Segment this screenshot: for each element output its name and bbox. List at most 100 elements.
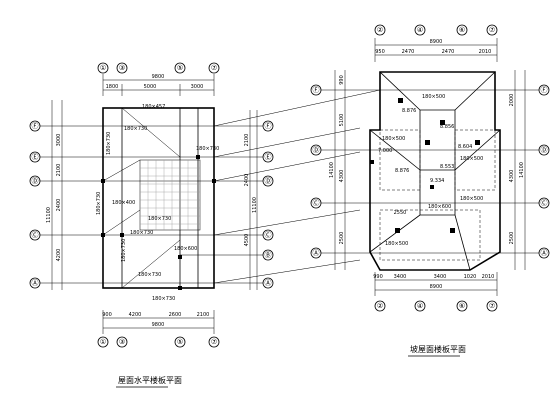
- svg-text:8.876: 8.876: [395, 168, 409, 174]
- svg-text:180×500: 180×500: [385, 241, 408, 247]
- left-top-axis-bubbles: ① ③ ⑤ ⑦: [97, 62, 220, 74]
- beam-label: 180×600: [174, 246, 197, 252]
- svg-text:⑦: ⑦: [489, 302, 495, 310]
- svg-text:2010: 2010: [479, 49, 492, 55]
- svg-text:2010: 2010: [482, 274, 495, 280]
- svg-text:Ⓐ: Ⓐ: [313, 249, 320, 257]
- svg-text:180×500: 180×500: [382, 136, 405, 142]
- axis-label: ③: [119, 64, 125, 72]
- svg-text:Ⓓ: Ⓓ: [265, 177, 272, 185]
- svg-text:180×500: 180×500: [422, 94, 445, 100]
- beam-label: 180×730: [196, 146, 219, 152]
- svg-text:Ⓒ: Ⓒ: [265, 231, 272, 239]
- svg-text:14100: 14100: [519, 162, 525, 178]
- svg-text:14100: 14100: [329, 162, 335, 178]
- svg-text:②: ②: [377, 302, 383, 310]
- axis-label: ⑦: [211, 64, 217, 72]
- hatched-slab: [139, 159, 201, 231]
- svg-text:7.000: 7.000: [378, 148, 392, 154]
- dim: 4200: [56, 249, 62, 262]
- svg-text:180×500: 180×500: [460, 196, 483, 202]
- svg-text:①: ①: [100, 338, 106, 346]
- svg-text:2600: 2600: [169, 312, 182, 318]
- svg-text:3400: 3400: [434, 274, 447, 280]
- svg-text:8900: 8900: [430, 284, 443, 290]
- svg-text:⑦: ⑦: [489, 26, 495, 34]
- right-plan: ② ④ ⑥ ⑦ 8900 950 2470 2470 2010 Ⓕ Ⓓ Ⓒ Ⓐ …: [310, 24, 550, 357]
- svg-text:4300: 4300: [339, 170, 345, 183]
- axis-bubble: [97, 62, 109, 74]
- dim: 3000: [56, 134, 62, 147]
- svg-text:⑥: ⑥: [459, 26, 465, 34]
- axis-label: Ⓓ: [32, 177, 39, 185]
- svg-text:5100: 5100: [339, 114, 345, 127]
- beam-label: 180×730: [130, 230, 153, 236]
- axis-label: Ⓒ: [32, 231, 39, 239]
- beam-label: 180×730: [124, 126, 147, 132]
- svg-text:④: ④: [417, 26, 423, 34]
- dim: 5000: [144, 84, 157, 90]
- right-plan-title: 坡屋面楼板平面: [410, 344, 466, 354]
- svg-text:2500: 2500: [339, 232, 345, 245]
- svg-text:2470: 2470: [442, 49, 455, 55]
- svg-text:180×600: 180×600: [428, 204, 451, 210]
- svg-text:③: ③: [119, 338, 125, 346]
- svg-text:②: ②: [377, 26, 383, 34]
- dim-top-total: 9800: [152, 74, 165, 80]
- beam-label: 180×730: [138, 272, 161, 278]
- beam-label: 180×730: [96, 192, 102, 215]
- axis-label: ⑤: [177, 64, 183, 72]
- left-right-axis-bubbles: Ⓕ Ⓔ Ⓓ Ⓒ Ⓑ Ⓐ: [262, 120, 274, 289]
- left-plan: ① ③ ⑤ ⑦ 9800 1800 5000 3000 Ⓕ Ⓔ Ⓓ Ⓒ: [29, 62, 274, 388]
- svg-text:⑤: ⑤: [177, 338, 183, 346]
- svg-text:180×500: 180×500: [460, 156, 483, 162]
- beam-label: 180×457: [142, 104, 165, 110]
- beam-label: 180×730: [152, 296, 175, 302]
- dim: 2400: [56, 199, 62, 212]
- svg-text:2550: 2550: [394, 210, 407, 216]
- left-left-axis-bubbles: Ⓕ Ⓔ Ⓓ Ⓒ Ⓐ: [29, 120, 41, 289]
- left-plan-title: 屋面水平楼板平面: [118, 375, 182, 385]
- svg-text:9800: 9800: [152, 322, 165, 328]
- svg-text:2500: 2500: [509, 232, 515, 245]
- beam-label: 180×730: [106, 132, 112, 155]
- svg-text:⑥: ⑥: [459, 302, 465, 310]
- svg-text:990: 990: [339, 75, 345, 85]
- beam-label: 180×400: [112, 200, 135, 206]
- svg-text:④: ④: [417, 302, 423, 310]
- axis-label: Ⓔ: [32, 153, 39, 161]
- building-outline: [102, 107, 215, 289]
- svg-text:8.856: 8.856: [440, 124, 454, 130]
- svg-text:Ⓕ: Ⓕ: [265, 122, 272, 130]
- svg-text:4500: 4500: [244, 234, 250, 247]
- beam-label: 180×730: [121, 239, 127, 262]
- dim-left-total: 11100: [46, 207, 52, 223]
- svg-text:8.604: 8.604: [458, 144, 472, 150]
- svg-text:8.553: 8.553: [440, 164, 454, 170]
- svg-text:Ⓕ: Ⓕ: [313, 86, 320, 94]
- svg-text:Ⓐ: Ⓐ: [541, 249, 548, 257]
- dim: 3000: [191, 84, 204, 90]
- svg-text:950: 950: [375, 49, 385, 55]
- dim: 2100: [56, 164, 62, 177]
- svg-text:Ⓓ: Ⓓ: [541, 146, 548, 154]
- svg-text:2100: 2100: [244, 134, 250, 147]
- svg-text:4200: 4200: [129, 312, 142, 318]
- svg-text:8900: 8900: [430, 39, 443, 45]
- svg-text:900: 900: [102, 312, 112, 318]
- axis-label: Ⓐ: [32, 279, 39, 287]
- svg-text:11100: 11100: [252, 197, 258, 213]
- svg-text:Ⓐ: Ⓐ: [265, 279, 272, 287]
- svg-text:Ⓒ: Ⓒ: [541, 199, 548, 207]
- svg-text:1020: 1020: [464, 274, 477, 280]
- svg-text:8.876: 8.876: [402, 108, 416, 114]
- svg-text:2000: 2000: [509, 94, 515, 107]
- dim: 1800: [106, 84, 119, 90]
- svg-text:9.334: 9.334: [430, 178, 444, 184]
- svg-text:Ⓑ: Ⓑ: [265, 251, 272, 259]
- axis-bubble: [116, 62, 128, 74]
- axis-bubble: [174, 62, 186, 74]
- svg-text:3400: 3400: [394, 274, 407, 280]
- beam-label: 180×730: [148, 216, 171, 222]
